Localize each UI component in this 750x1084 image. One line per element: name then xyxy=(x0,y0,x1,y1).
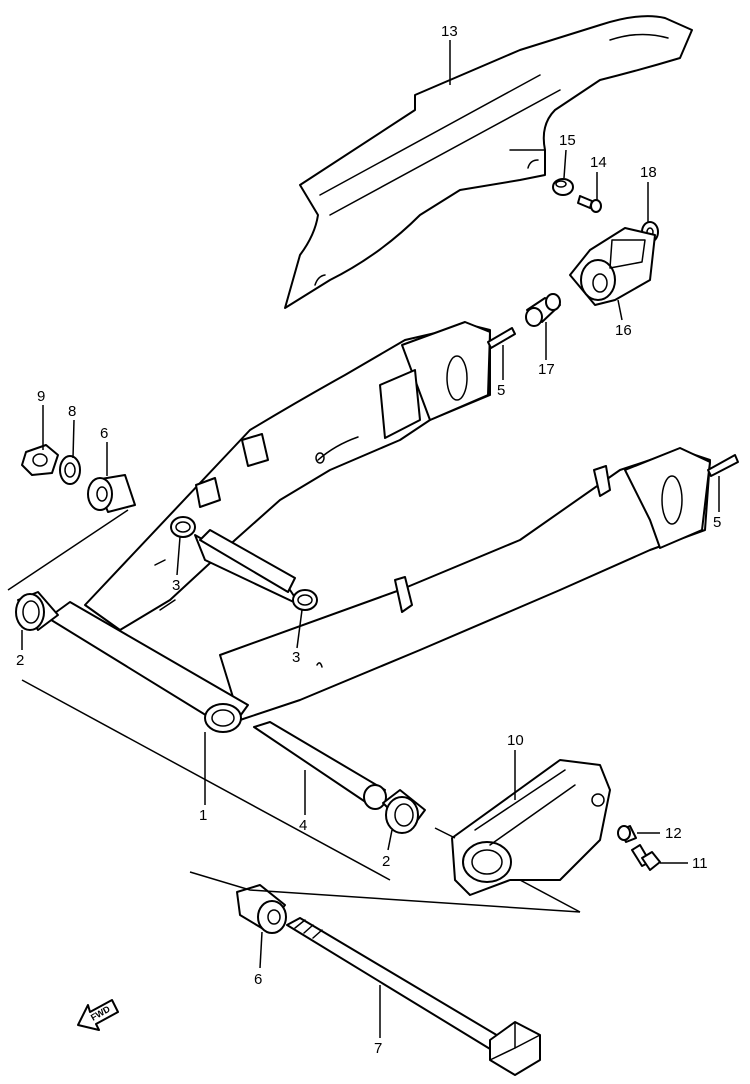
collar xyxy=(525,293,561,327)
needle-bearing-upper xyxy=(170,516,196,538)
pivot-shaft xyxy=(286,917,541,1076)
callout-c15: 15 xyxy=(559,132,576,149)
grommet xyxy=(552,178,574,196)
callout-c3a: 3 xyxy=(172,577,180,594)
callout-c9: 9 xyxy=(37,388,45,405)
callout-c10: 10 xyxy=(507,732,524,749)
leader-lines xyxy=(7,40,720,1038)
callout-c18: 18 xyxy=(640,164,657,181)
callout-c13: 13 xyxy=(441,23,458,40)
callout-c14: 14 xyxy=(590,154,607,171)
washer xyxy=(59,455,81,485)
bushing-upper xyxy=(15,591,59,631)
callout-c8: 8 xyxy=(68,403,76,420)
forward-direction-icon: FWD xyxy=(77,999,119,1031)
callout-c1: 1 xyxy=(199,807,207,824)
slider-bolt xyxy=(631,844,661,871)
slider-collar xyxy=(617,825,637,843)
callout-c2a: 2 xyxy=(16,652,24,669)
callout-c3b: 3 xyxy=(292,649,300,666)
chain-adjuster xyxy=(569,227,656,306)
pivot-collar-upper xyxy=(87,474,136,513)
callout-c6b: 6 xyxy=(254,971,262,988)
callout-c5a: 5 xyxy=(497,382,505,399)
adjuster-bolt-left xyxy=(707,454,739,477)
adjuster-bolt-right xyxy=(487,327,516,349)
pivot-collar-lower xyxy=(236,884,287,934)
callout-c11: 11 xyxy=(692,855,708,872)
callout-c7: 7 xyxy=(374,1040,382,1057)
chain-guard xyxy=(284,15,693,309)
callout-c17: 17 xyxy=(538,361,555,378)
callout-c5b: 5 xyxy=(713,514,721,531)
callout-c16: 16 xyxy=(615,322,632,339)
pivot-sleeve xyxy=(253,721,387,810)
chain-slider-case xyxy=(451,759,611,896)
needle-bearing-lower xyxy=(292,589,318,611)
swingarm xyxy=(47,321,711,733)
callout-c12: 12 xyxy=(665,825,682,842)
bushing-lower xyxy=(382,789,426,834)
callout-c6a: 6 xyxy=(100,425,108,442)
screw xyxy=(577,195,602,213)
callout-c4: 4 xyxy=(299,817,307,834)
callout-c2b: 2 xyxy=(382,853,390,870)
pivot-nut xyxy=(21,444,59,476)
